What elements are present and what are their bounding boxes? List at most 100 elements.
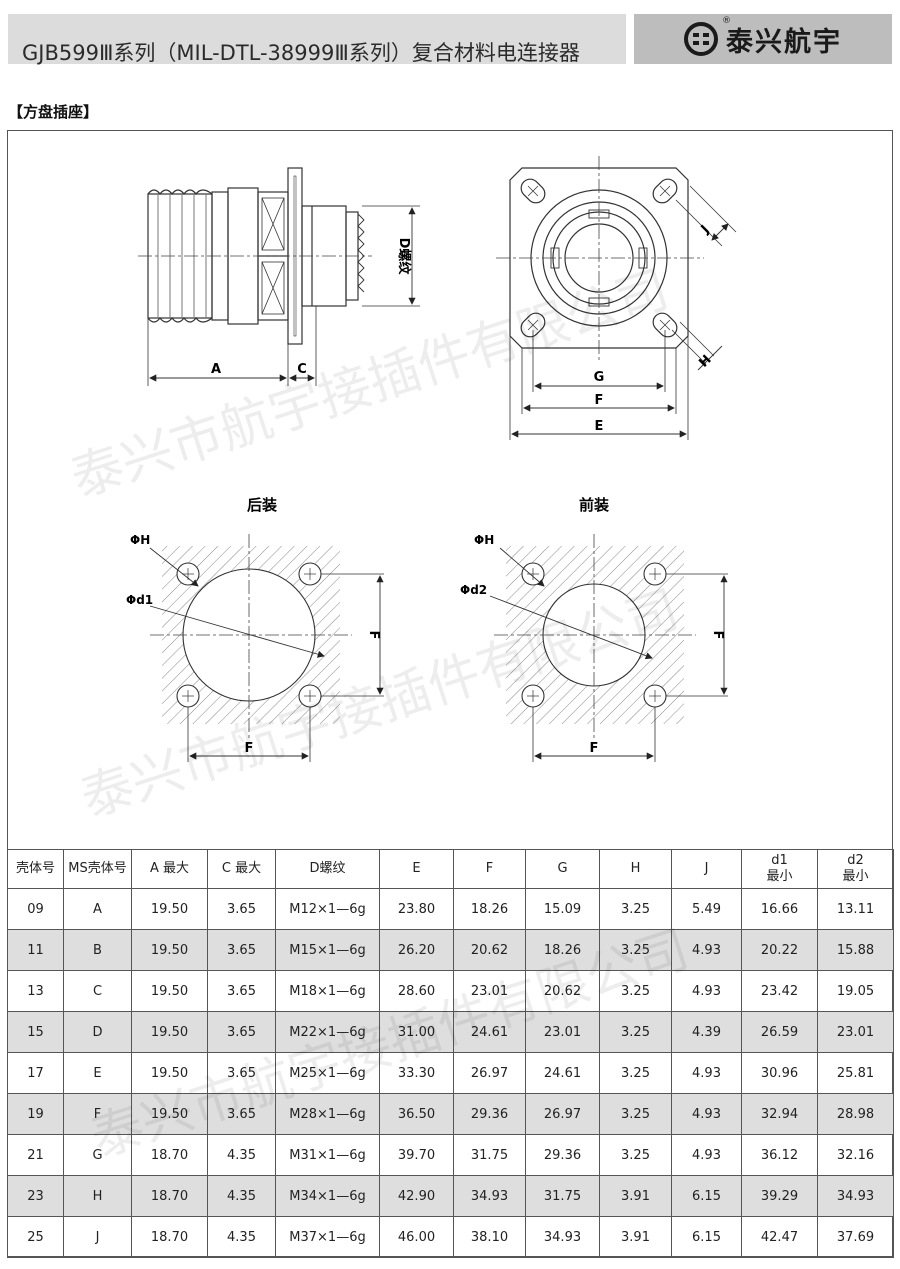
- table-cell: 3.25: [599, 1011, 672, 1053]
- table-cell: 42.47: [741, 1216, 818, 1258]
- table-cell: 4.35: [207, 1216, 276, 1258]
- table-cell: M37×1—6g: [275, 1216, 380, 1258]
- table-cell: 34.93: [525, 1216, 600, 1258]
- table-cell: 3.25: [599, 1093, 672, 1135]
- table-cell: 26.97: [525, 1093, 600, 1135]
- table-cell: 21: [7, 1134, 64, 1176]
- table-cell: 26.97: [453, 1052, 526, 1094]
- table-cell: 39.29: [741, 1175, 818, 1217]
- column-header: A 最大: [131, 849, 208, 889]
- table-cell: 32.94: [741, 1093, 818, 1135]
- table-cell: M31×1—6g: [275, 1134, 380, 1176]
- table-cell: 19.50: [131, 929, 208, 971]
- table-cell: 20.22: [741, 929, 818, 971]
- table-cell: M18×1—6g: [275, 970, 380, 1012]
- table-cell: 31.00: [379, 1011, 454, 1053]
- table-cell: 3.65: [207, 1093, 276, 1135]
- column-header: F: [453, 849, 526, 889]
- table-cell: 15.09: [525, 888, 600, 930]
- table-cell: 30.96: [741, 1052, 818, 1094]
- technical-drawing: A C D螺纹: [126, 156, 737, 762]
- column-header: 壳体号: [7, 849, 64, 889]
- table-cell: 37.69: [817, 1216, 894, 1258]
- table-cell: 29.36: [453, 1093, 526, 1135]
- column-header: J: [671, 849, 742, 889]
- table-cell: A: [63, 888, 132, 930]
- table-cell: 23.01: [817, 1011, 894, 1053]
- table-cell: C: [63, 970, 132, 1012]
- table-cell: B: [63, 929, 132, 971]
- table-cell: 20.62: [525, 970, 600, 1012]
- front-hole-label: ΦH: [474, 533, 494, 547]
- table-cell: 18.26: [453, 888, 526, 930]
- table-cell: 19.50: [131, 1093, 208, 1135]
- table-cell: 29.36: [525, 1134, 600, 1176]
- table-cell: 13: [7, 970, 64, 1012]
- table-cell: 24.61: [525, 1052, 600, 1094]
- table-cell: 4.93: [671, 929, 742, 971]
- table-cell: 17: [7, 1052, 64, 1094]
- column-header: H: [599, 849, 672, 889]
- rear-f-vertical: F: [366, 631, 381, 640]
- dim-g-label: G: [594, 370, 605, 385]
- table-cell: 3.25: [599, 970, 672, 1012]
- table-cell: M15×1—6g: [275, 929, 380, 971]
- front-mount-cutout: [489, 534, 728, 762]
- table-cell: 36.12: [741, 1134, 818, 1176]
- table-cell: 19: [7, 1093, 64, 1135]
- table-cell: 23: [7, 1175, 64, 1217]
- table-cell: 3.65: [207, 1052, 276, 1094]
- table-cell: 24.61: [453, 1011, 526, 1053]
- table-cell: M34×1—6g: [275, 1175, 380, 1217]
- dim-h-label: H: [696, 352, 714, 370]
- brand-logo: 泰兴航宇: [634, 14, 892, 64]
- front-f-horizontal: F: [590, 741, 599, 756]
- table-cell: M25×1—6g: [275, 1052, 380, 1094]
- table-cell: 38.10: [453, 1216, 526, 1258]
- table-cell: 26.59: [741, 1011, 818, 1053]
- table-cell: 5.49: [671, 888, 742, 930]
- table-cell: 23.01: [453, 970, 526, 1012]
- table-cell: 3.65: [207, 888, 276, 930]
- table-cell: 3.25: [599, 1134, 672, 1176]
- table-cell: 31.75: [525, 1175, 600, 1217]
- header-bar: GJB599Ⅲ系列（MIL-DTL-38999Ⅲ系列）复合材料电连接器: [8, 14, 626, 65]
- registered-mark: ®: [722, 16, 731, 26]
- front-f-vertical: F: [710, 631, 725, 640]
- dim-f-label: F: [595, 393, 604, 408]
- table-cell: 20.62: [453, 929, 526, 971]
- table-cell: 3.65: [207, 929, 276, 971]
- table-cell: 11: [7, 929, 64, 971]
- table-cell: 42.90: [379, 1175, 454, 1217]
- table-cell: 4.93: [671, 1134, 742, 1176]
- table-cell: 19.50: [131, 1011, 208, 1053]
- table-cell: 25.81: [817, 1052, 894, 1094]
- table-cell: 6.15: [671, 1175, 742, 1217]
- table-cell: M22×1—6g: [275, 1011, 380, 1053]
- dim-j-label: J: [698, 223, 713, 238]
- brand-emblem-icon: [684, 22, 718, 56]
- table-cell: 19.50: [131, 1052, 208, 1094]
- table-cell: 3.65: [207, 1011, 276, 1053]
- front-mount-title: 前装: [579, 496, 610, 514]
- front-view: [496, 156, 737, 440]
- table-cell: 28.60: [379, 970, 454, 1012]
- table-cell: 18.70: [131, 1175, 208, 1217]
- table-cell: 18.70: [131, 1134, 208, 1176]
- table-cell: 15.88: [817, 929, 894, 971]
- table-cell: 23.01: [525, 1011, 600, 1053]
- table-cell: 4.35: [207, 1134, 276, 1176]
- table-cell: 3.91: [599, 1175, 672, 1217]
- table-cell: 36.50: [379, 1093, 454, 1135]
- side-view: [138, 167, 420, 386]
- column-header: d2 最小: [817, 849, 894, 889]
- table-cell: 4.39: [671, 1011, 742, 1053]
- table-cell: 31.75: [453, 1134, 526, 1176]
- rear-hole-label: ΦH: [130, 533, 150, 547]
